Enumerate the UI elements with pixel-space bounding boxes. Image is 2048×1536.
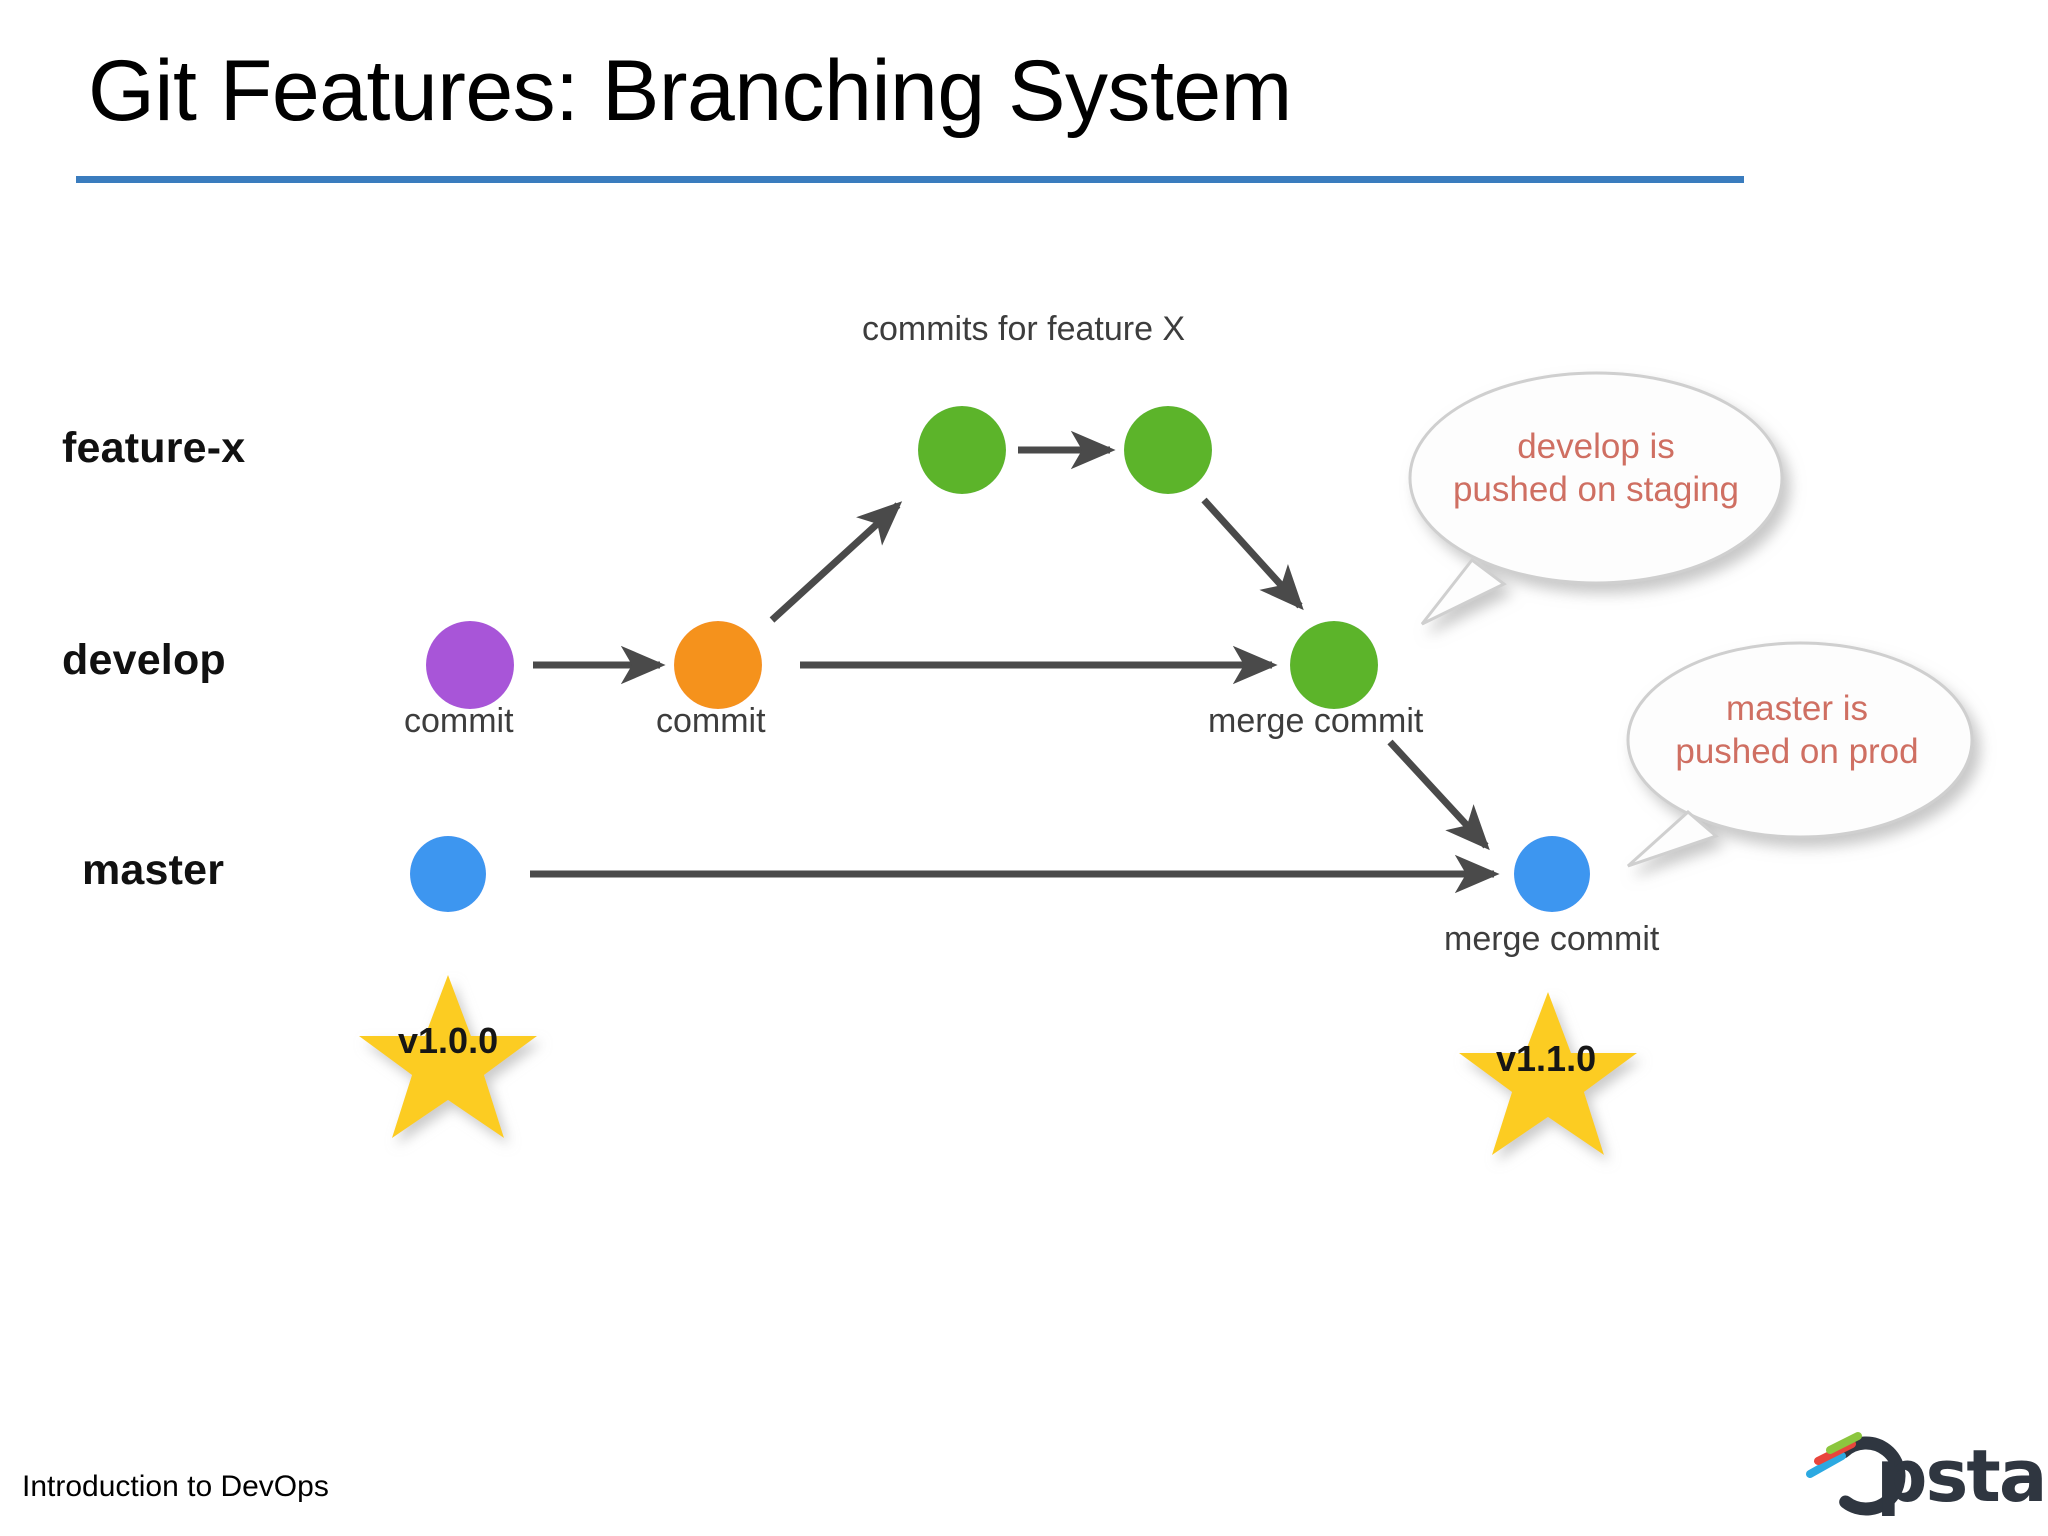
node-feature-commit-2	[1124, 406, 1212, 494]
caption-commits-for-feature-x: commits for feature X	[862, 310, 1186, 348]
node-feature-commit-1	[918, 406, 1006, 494]
node-develop-merge-commit	[1290, 621, 1378, 709]
caption-merge-commit-develop: merge commit	[1208, 702, 1424, 740]
version-tag-stars	[359, 975, 1637, 1155]
version-tag-label-v110: v1.1.0	[1496, 1038, 1597, 1079]
callout-prod-bubble	[1626, 641, 1974, 868]
opsta-logo-wordmark: psta	[1876, 1434, 2047, 1518]
opsta-stripes-icon	[1806, 1432, 1862, 1478]
diagram-arrows	[530, 430, 1500, 894]
caption-commit-1: commit	[404, 702, 514, 740]
page-title: Git Features: Branching System	[88, 43, 1292, 139]
title-underline-rule	[76, 176, 1744, 183]
callout-bubbles	[1408, 371, 1974, 868]
arrow-feature-to-develop-merge	[1201, 497, 1304, 611]
node-develop-commit-1	[426, 621, 514, 709]
node-develop-commit-2	[674, 621, 762, 709]
opsta-logo: psta	[1802, 1428, 2047, 1524]
caption-merge-commit-master: merge commit	[1444, 920, 1660, 958]
arrow-develop-to-feature	[769, 501, 903, 623]
commit-nodes	[410, 406, 1590, 912]
node-master-merge-commit	[1514, 836, 1590, 912]
branch-label-develop: develop	[62, 636, 226, 684]
callout-staging-bubble	[1408, 371, 1784, 626]
branch-label-master: master	[82, 846, 225, 894]
caption-commit-2: commit	[656, 702, 766, 740]
opsta-logo-mark	[1806, 1432, 1906, 1516]
footer-note: Introduction to DevOps	[22, 1470, 329, 1503]
star-v110	[1459, 992, 1637, 1155]
node-master-commit-1	[410, 836, 486, 912]
star-v100	[359, 975, 537, 1138]
callout-staging-text: develop is pushed on staging	[1452, 427, 1740, 510]
callout-prod-text: master is pushed on prod	[1675, 689, 1919, 772]
opsta-ring-icon	[1826, 1436, 1906, 1516]
version-tag-label-v100: v1.0.0	[398, 1020, 499, 1061]
branch-label-feature-x: feature-x	[62, 424, 246, 472]
arrow-develop-merge-to-master-merge	[1387, 739, 1490, 851]
